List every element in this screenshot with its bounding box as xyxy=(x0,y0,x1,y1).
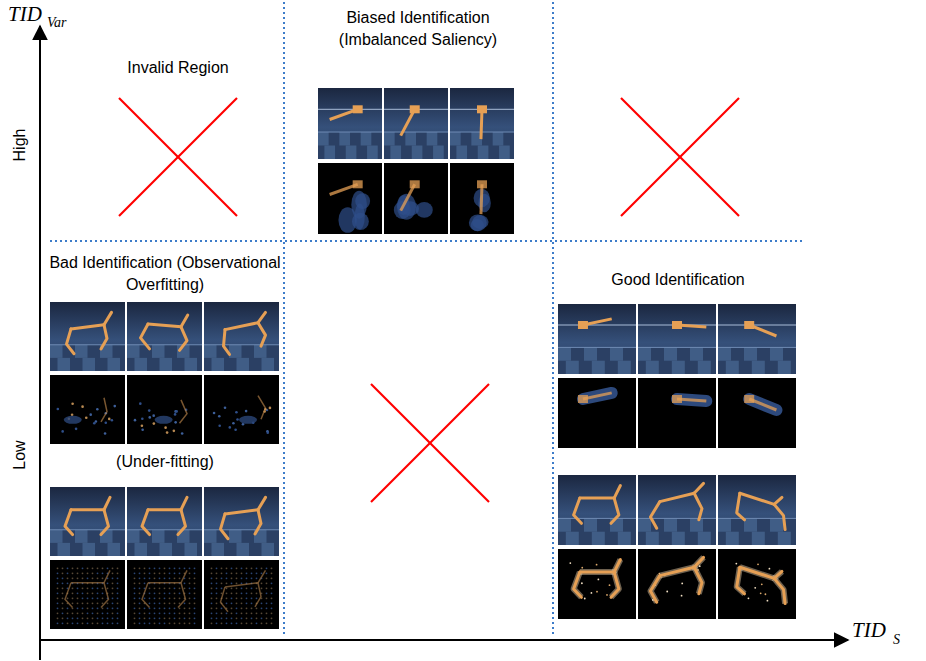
x-axis xyxy=(39,639,848,641)
saliency-frame xyxy=(718,549,796,619)
axis-subscript: Var xyxy=(47,15,66,31)
saliency-frame xyxy=(204,375,279,444)
scene-frame xyxy=(50,487,125,556)
region-label: Biased Identification (Imbalanced Salien… xyxy=(323,7,513,51)
region-label: Good Identification xyxy=(563,269,793,291)
saliency-frame xyxy=(50,375,125,444)
saliency-frame xyxy=(127,560,202,629)
scene-frame xyxy=(450,88,514,159)
saliency-frame xyxy=(718,378,796,448)
region-label: Invalid Region xyxy=(78,57,278,79)
region-label: (Under-fitting) xyxy=(65,451,265,473)
scene-frame xyxy=(638,304,716,374)
scene-frame xyxy=(718,304,796,374)
scene-frame xyxy=(318,88,382,159)
scene-frame xyxy=(638,475,716,545)
axis-level: High xyxy=(9,115,31,175)
scene-frame xyxy=(384,88,448,159)
region-divider xyxy=(552,2,554,636)
saliency-frame xyxy=(558,378,636,448)
scene-frame xyxy=(718,475,796,545)
saliency-frame xyxy=(450,163,514,234)
axis-subscript: S xyxy=(893,632,900,648)
saliency-frame xyxy=(204,560,279,629)
invalid-cross xyxy=(621,98,739,216)
saliency-frame xyxy=(638,378,716,448)
invalid-cross xyxy=(371,384,489,502)
scene-frame xyxy=(127,302,202,371)
saliency-frame xyxy=(638,549,716,619)
invalid-cross xyxy=(119,98,237,216)
region-divider xyxy=(283,2,285,636)
saliency-frame xyxy=(50,560,125,629)
scene-frame xyxy=(204,302,279,371)
saliency-frame xyxy=(558,549,636,619)
scene-frame xyxy=(50,302,125,371)
saliency-frame xyxy=(318,163,382,234)
saliency-frame xyxy=(127,375,202,444)
axis-title: TID xyxy=(8,2,42,26)
y-axis xyxy=(39,26,41,660)
saliency-frame xyxy=(384,163,448,234)
scene-frame xyxy=(204,487,279,556)
axis-level: Low xyxy=(9,425,31,485)
region-divider xyxy=(50,240,805,242)
region-label: Bad Identification (Observational Overfi… xyxy=(48,252,283,296)
scene-frame xyxy=(558,304,636,374)
scene-frame xyxy=(558,475,636,545)
axis-title: TID xyxy=(852,618,886,642)
scene-frame xyxy=(127,487,202,556)
